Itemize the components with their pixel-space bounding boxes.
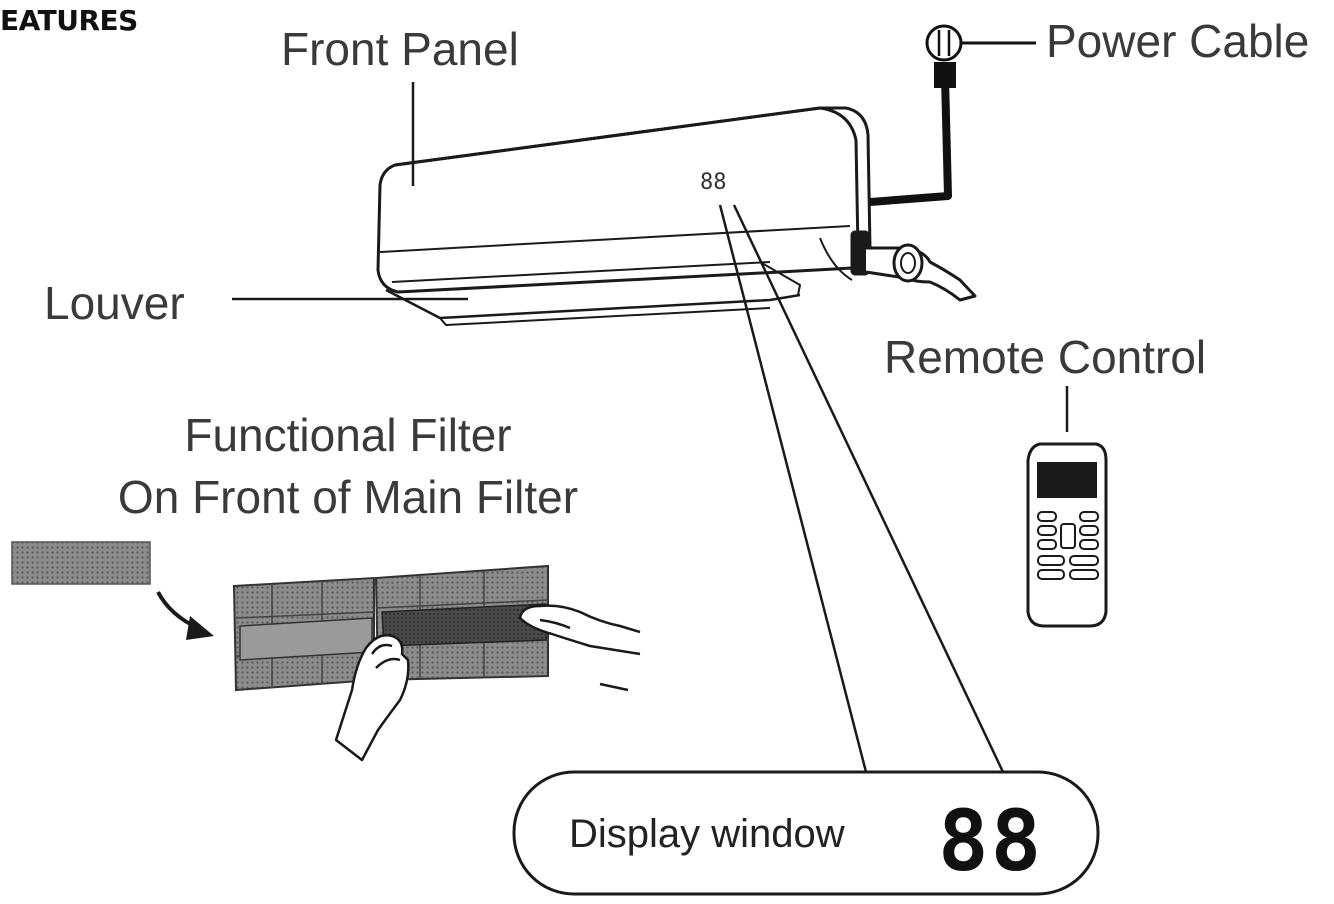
display-callout-left bbox=[718, 204, 868, 773]
display-digits: 88 bbox=[938, 792, 1044, 890]
curved-arrow-icon bbox=[156, 591, 214, 640]
display-callout-right bbox=[732, 204, 1005, 773]
display-window-label: Display window bbox=[569, 812, 845, 856]
remote-control-label: Remote Control bbox=[884, 331, 1207, 383]
power-cable-label: Power Cable bbox=[1046, 15, 1310, 67]
filter-label-line1: Functional Filter bbox=[184, 409, 512, 461]
remote-control-icon bbox=[1026, 442, 1108, 628]
filter-label-line2: On Front of Main Filter bbox=[117, 471, 579, 523]
leader-lines bbox=[232, 82, 1069, 773]
unit-display-digits: 88 bbox=[700, 170, 727, 195]
louver-label: Louver bbox=[44, 277, 185, 329]
air-conditioner-unit-icon bbox=[376, 106, 977, 326]
front-panel-label: Front Panel bbox=[281, 23, 519, 75]
hand-icon bbox=[334, 604, 641, 762]
section-title: EATURES bbox=[0, 4, 138, 37]
power-plug-icon bbox=[869, 24, 1036, 206]
functional-filter-strip bbox=[11, 541, 151, 585]
display-window-callout bbox=[512, 770, 1100, 896]
functional-filter-label: Functional Filter On Front of Main Filte… bbox=[98, 404, 598, 528]
filter-panel-icon bbox=[232, 564, 549, 692]
